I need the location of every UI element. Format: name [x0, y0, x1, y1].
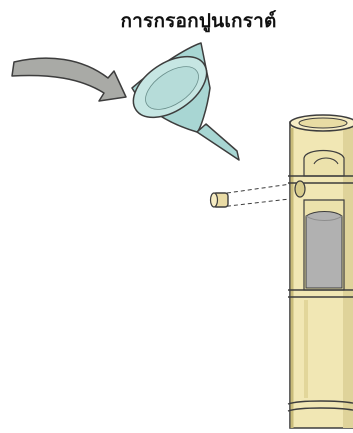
- bamboo-tube-icon: [288, 115, 353, 428]
- funnel-icon: [123, 43, 239, 160]
- pour-arrow-icon: [12, 58, 126, 101]
- bamboo-plug-icon: [211, 183, 299, 207]
